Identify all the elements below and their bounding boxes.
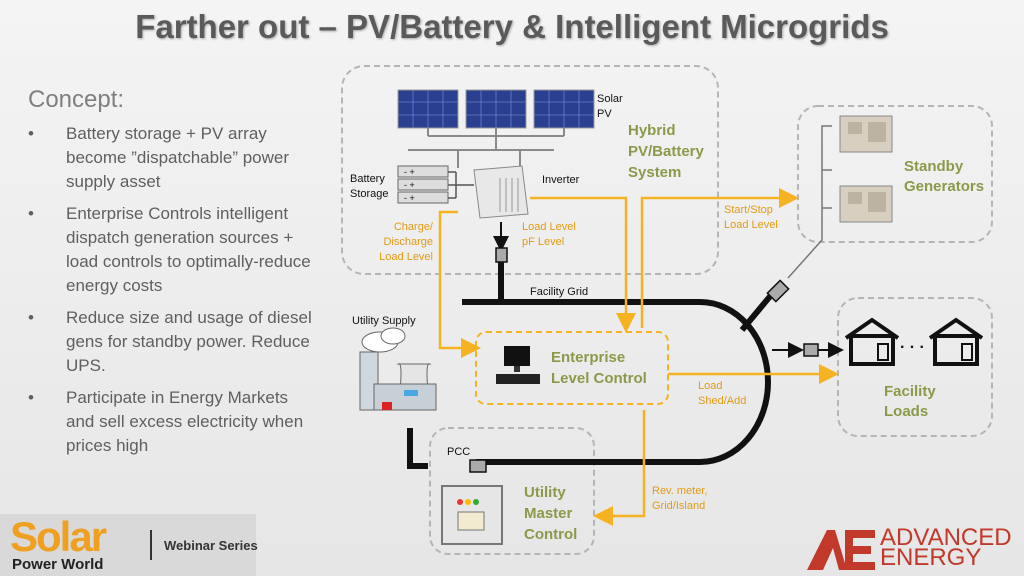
facility-loads-label: Loads	[884, 403, 928, 420]
enterprise-label: Level Control	[551, 370, 647, 387]
ae-line2: ENERGY	[880, 544, 982, 571]
bullet-marker: •	[28, 124, 34, 143]
facility-loads-box	[837, 297, 993, 437]
generator-icon	[839, 115, 893, 223]
battery-label: Storage	[350, 188, 389, 200]
rev-meter-label: Rev. meter,	[652, 485, 707, 497]
bullet-item: • Battery storage + PV array become ”disp…	[28, 122, 318, 194]
loads-ellipsis: · · ·	[900, 339, 925, 356]
slide-title: Farther out – PV/Battery & Intelligent M…	[135, 8, 889, 45]
pcc-label: PCC	[447, 446, 470, 458]
bullet-list: • Battery storage + PV array become ”disp…	[28, 122, 318, 466]
inverter-icon	[473, 165, 529, 219]
enterprise-label: Enterprise	[551, 349, 625, 366]
start-stop-label: Start/Stop	[724, 204, 773, 216]
charge-label: Discharge	[383, 236, 433, 248]
computer-icon	[496, 346, 540, 384]
standby-label: Generators	[904, 178, 984, 195]
house-icon	[844, 317, 984, 366]
load-level-label: pF Level	[522, 236, 564, 248]
control-arrows	[438, 188, 839, 526]
hybrid-system-box	[341, 65, 719, 275]
umc-label: Master	[524, 505, 573, 522]
bullet-text: Enterprise Controls intelligent dispatch…	[66, 204, 311, 295]
ae-line1: ADVANCED	[880, 524, 1012, 551]
solar-pv-label: Solar	[597, 93, 623, 105]
pcc-meter-icon	[469, 459, 487, 473]
logo-divider	[150, 530, 152, 560]
inverter-label: Inverter	[542, 174, 580, 186]
start-stop-label: Load Level	[724, 219, 778, 231]
concept-heading: Concept:	[28, 86, 125, 113]
logo-power-world-text: Power World	[12, 556, 104, 573]
bullet-text: Reduce size and usage of diesel gens for…	[66, 308, 312, 375]
utility-feed-line	[407, 428, 428, 469]
facility-grid-label: Facility Grid	[530, 286, 588, 298]
load-shed-label: Load	[698, 380, 722, 392]
bullet-marker: •	[28, 388, 34, 407]
hybrid-label: Hybrid	[628, 122, 676, 139]
standby-generators-box	[797, 105, 993, 243]
utility-supply-label: Utility Supply	[352, 315, 416, 327]
battery-wiring	[448, 171, 474, 199]
power-plant-icon	[359, 327, 437, 411]
control-panel-icon	[441, 485, 503, 545]
ae-logo-text: ADVANCED ENERGY	[880, 524, 1012, 571]
load-meter-icon	[803, 343, 819, 357]
svg-text:- +: - +	[404, 167, 415, 177]
meter-icon	[495, 247, 508, 263]
logo-webinar-text: Webinar Series	[164, 538, 258, 553]
load-shed-label: Shed/Add	[698, 395, 746, 407]
hybrid-label: System	[628, 164, 681, 181]
load-level-label: Load Level	[522, 221, 576, 233]
charge-label: Load Level	[379, 251, 433, 263]
charge-label: Charge/	[394, 221, 434, 233]
solar-panel-icon	[397, 89, 595, 129]
umc-label: Utility	[524, 484, 566, 501]
generator-meter-icon	[766, 279, 790, 303]
svg-text:- +: - +	[404, 180, 415, 190]
bullet-marker: •	[28, 204, 34, 223]
ae-logo-icon	[807, 530, 875, 570]
bullet-item: • Reduce size and usage of diesel gens fo…	[28, 306, 318, 378]
generator-wiring	[787, 125, 832, 279]
bullet-item: • Participate in Energy Markets and sell …	[28, 386, 318, 458]
solar-pv-label: PV	[597, 108, 612, 120]
solar-power-world-logo	[0, 514, 256, 576]
hybrid-label: PV/Battery	[628, 143, 705, 160]
rev-meter-label: Grid/Island	[652, 500, 705, 512]
pv-wiring	[408, 128, 565, 168]
enterprise-control-box	[475, 331, 669, 405]
utility-master-box	[429, 427, 595, 555]
bullet-marker: •	[28, 308, 34, 327]
bullet-text: Participate in Energy Markets and sell e…	[66, 388, 304, 455]
umc-label: Control	[524, 526, 577, 543]
svg-text:- +: - +	[404, 193, 415, 203]
bullet-text: Battery storage + PV array become ”dispa…	[66, 124, 290, 191]
battery-label: Battery	[350, 173, 385, 185]
battery-icon: - + - + - +	[397, 165, 449, 204]
logo-solar-text: Solar	[10, 513, 107, 560]
facility-grid-bus	[462, 262, 771, 465]
standby-label: Standby	[904, 158, 964, 175]
bullet-item: • Enterprise Controls intelligent dispatc…	[28, 202, 318, 298]
facility-loads-label: Facility	[884, 383, 936, 400]
